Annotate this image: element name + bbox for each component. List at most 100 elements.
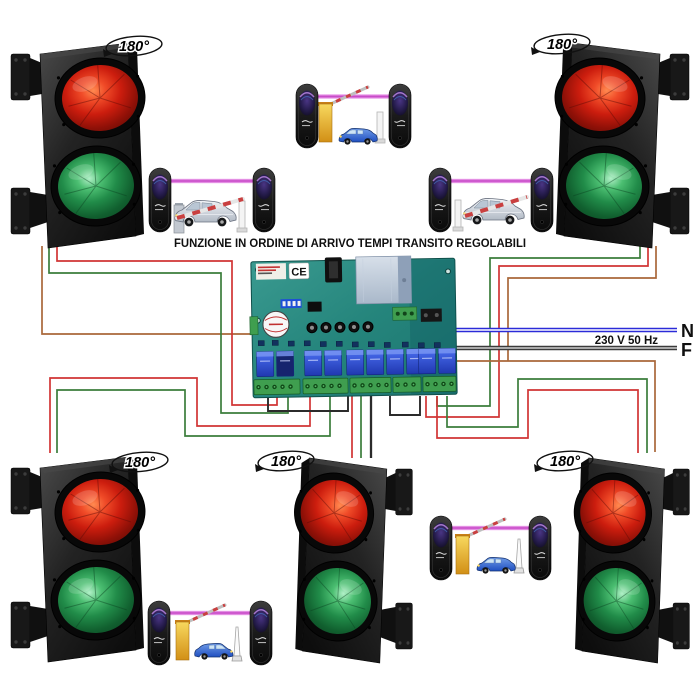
rotation-label: 180° — [271, 454, 301, 470]
smd-component — [303, 340, 311, 347]
ic-chip — [307, 301, 322, 312]
wire-red — [56, 246, 278, 406]
trimmer-screw — [351, 325, 356, 330]
rotation-ellipse — [257, 450, 315, 472]
smd-component — [418, 342, 425, 349]
infrared-beam — [316, 94, 390, 99]
relay-marking — [410, 357, 421, 360]
rotation-arrow-icon — [103, 49, 112, 57]
terminal-screw-dot — [322, 385, 325, 387]
rotation-label: 180° — [550, 454, 580, 470]
photocell-gate-bottom-left-gate — [147, 600, 273, 666]
relay-top — [386, 349, 404, 355]
relay-top — [324, 350, 342, 356]
photocell-transmitter — [147, 600, 171, 666]
relay-marking — [370, 358, 381, 360]
wire-red — [425, 246, 649, 418]
wire-black — [389, 396, 421, 416]
relay-marking — [350, 358, 361, 361]
photocell-receiver — [249, 600, 273, 666]
infrared-beam — [449, 178, 531, 184]
traffic-light-bottom-center — [291, 457, 413, 664]
wire-brown — [507, 246, 657, 361]
relay-top — [366, 349, 384, 355]
terminal-screw-dot — [257, 386, 260, 389]
terminal-screw-dot — [338, 384, 341, 387]
relay-marking — [422, 357, 433, 360]
terminal-screw-dot — [330, 385, 333, 387]
wire-red — [436, 389, 639, 453]
column-post — [452, 199, 464, 232]
rotation-indicator-bottom-right: 180° — [534, 450, 594, 472]
smd-component — [367, 341, 375, 348]
relay-marking — [390, 358, 401, 360]
wire-green — [446, 378, 648, 453]
photocell-gates-layer — [147, 83, 554, 666]
relay — [304, 350, 323, 377]
phase-label: F — [681, 340, 692, 360]
relay — [346, 349, 365, 376]
smd-component — [402, 341, 409, 348]
terminal-screw-dot — [369, 384, 372, 387]
photocell-transmitter — [429, 515, 453, 581]
relay-top — [256, 351, 274, 357]
terminal-screw-dot — [273, 385, 276, 388]
infrared-beam — [169, 178, 253, 184]
relay-top — [276, 351, 294, 357]
striped-barrier-arm-stripes — [464, 195, 528, 218]
relay-top — [418, 348, 436, 354]
terminal-screw-dot — [404, 383, 407, 386]
wire-black — [267, 396, 349, 412]
traffic-lights-layer: 180°180°180°180°180° — [10, 33, 690, 664]
terminal-block — [253, 378, 301, 396]
wire-brown — [452, 360, 656, 452]
terminal-screw-dot — [412, 383, 415, 386]
wire-brown — [41, 246, 254, 335]
rotation-arrow-icon — [534, 464, 543, 472]
infrared-beam — [450, 525, 529, 531]
taper-post — [231, 626, 243, 662]
column-post — [236, 200, 248, 233]
terminal-screw-dot — [289, 385, 292, 388]
rotation-ellipse — [105, 35, 163, 57]
photocell-transmitter — [295, 83, 319, 149]
terminal-screw-dot — [442, 383, 445, 385]
blue-car — [338, 127, 378, 146]
terminal-screw-dot — [353, 384, 356, 387]
side-terminal — [249, 316, 259, 336]
rotation-arrow-icon — [255, 464, 264, 472]
wiring-layer — [41, 246, 657, 458]
traffic-light-bottom-left — [10, 456, 149, 663]
neutral-label: N — [681, 321, 694, 341]
wire-green — [56, 389, 331, 453]
smd-component — [257, 340, 265, 346]
trimmer-screw — [309, 325, 314, 330]
relay-top — [304, 350, 322, 356]
smd-component — [319, 341, 327, 347]
smd-component — [287, 340, 295, 347]
terminal-screw-dot — [377, 384, 380, 386]
voltage-label: 230 V 50 Hz — [595, 335, 659, 347]
smd-component — [384, 342, 391, 348]
trimmer-screw — [323, 325, 328, 330]
control-board: CE — [249, 255, 458, 399]
relay-marking — [280, 360, 291, 362]
function-label: FUNZIONE IN ORDINE DI ARRIVO TEMPI TRANS… — [174, 236, 526, 250]
terminal-screw-dot — [265, 386, 268, 388]
striped-barrier-arm-stripes — [176, 197, 244, 220]
photocell-receiver — [528, 515, 552, 581]
photocell-gate-bottom-right-gate — [429, 515, 552, 581]
rotation-ellipse — [533, 33, 591, 55]
traffic-light-top-right — [551, 42, 690, 249]
traffic-light-top-left — [10, 42, 149, 249]
rotation-indicator-top-left: 180° — [103, 35, 163, 57]
terminal-screw-dot — [314, 385, 317, 388]
labels-layer: FUNZIONE IN ORDINE DI ARRIVO TEMPI TRANS… — [174, 236, 694, 360]
wire-green — [436, 246, 641, 407]
trimmer-screw — [337, 325, 342, 330]
relay-top — [438, 348, 456, 354]
rotation-arrow-icon — [109, 465, 118, 473]
photocell-receiver — [530, 167, 554, 233]
rotation-ellipse — [111, 451, 169, 473]
